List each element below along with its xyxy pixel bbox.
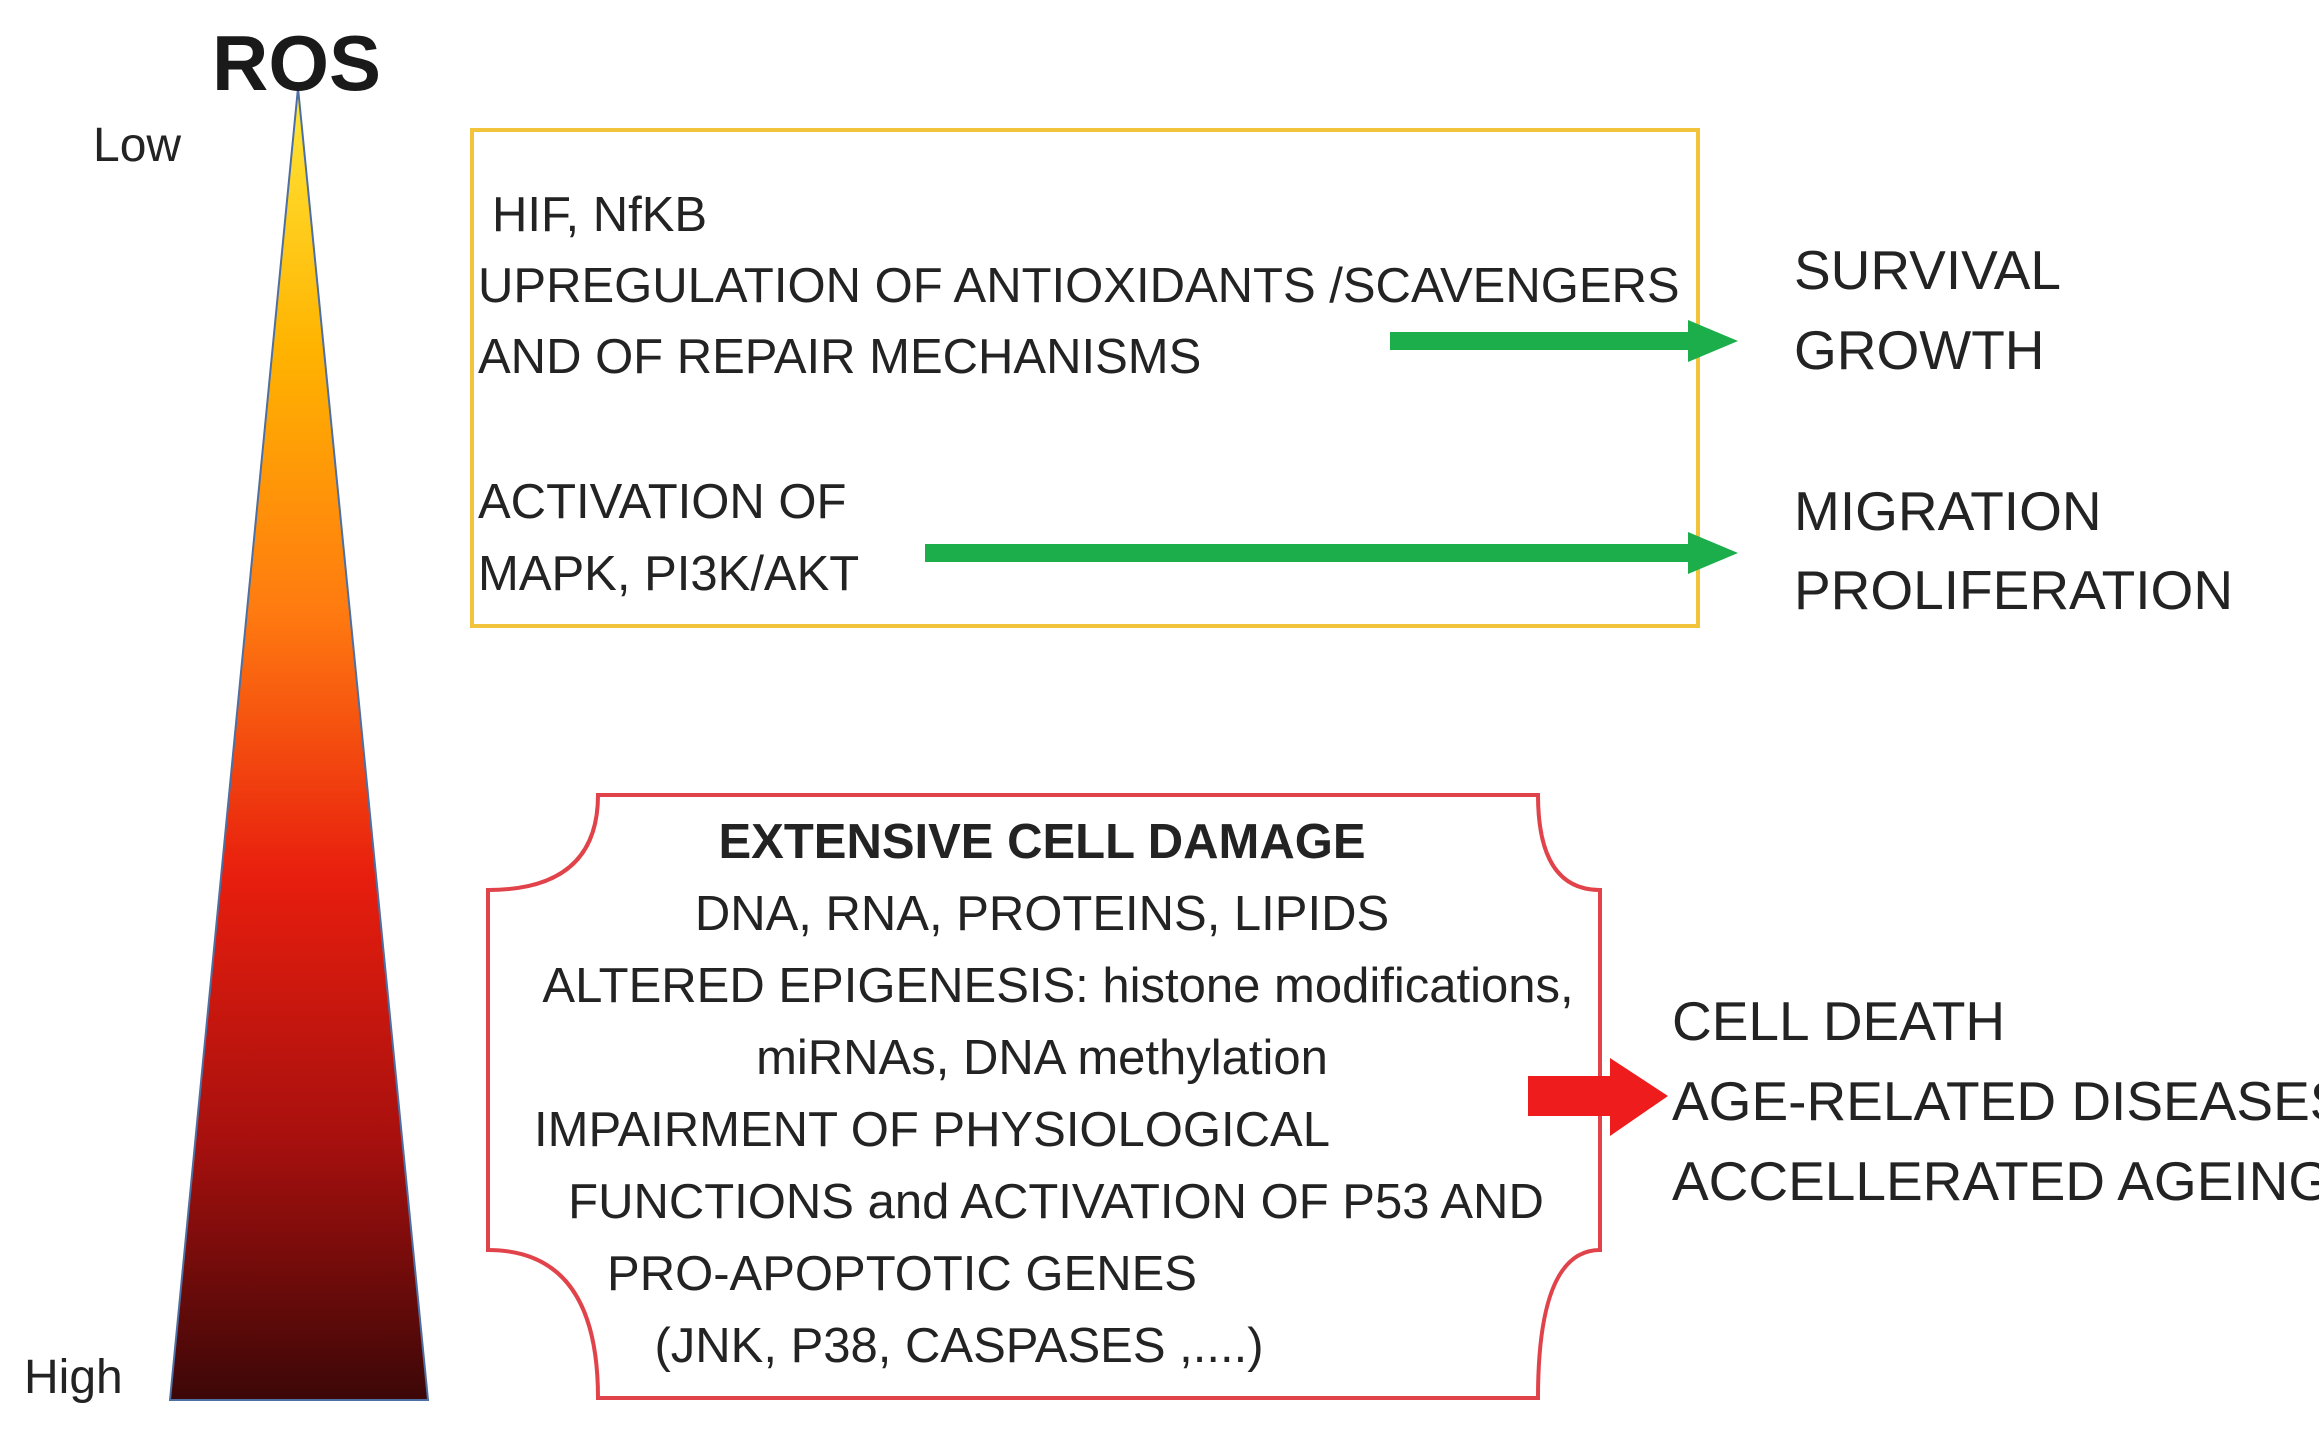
- high-ros-box: [486, 793, 1602, 1400]
- outcome-proliferation: PROLIFERATION: [1794, 559, 2234, 621]
- ros-title: ROS: [212, 19, 382, 107]
- low-label: Low: [93, 119, 182, 172]
- high-box-line: (JNK, P38, CASPASES ,....): [654, 1319, 1264, 1373]
- outcome-survival: SURVIVAL: [1794, 239, 2061, 301]
- low-ros-box: [470, 128, 1700, 628]
- high-box-line: PRO-APOPTOTIC GENES: [607, 1247, 1197, 1301]
- high-box-heading: EXTENSIVE CELL DAMAGE: [718, 815, 1366, 869]
- red-arrow: [1528, 1058, 1668, 1136]
- outcome-growth: GROWTH: [1794, 319, 2045, 381]
- low-box-line: MAPK, PI3K/AKT: [478, 547, 860, 601]
- outcome-migration: MIGRATION: [1794, 480, 2102, 542]
- outcome-cell-death: CELL DEATH: [1672, 990, 2006, 1052]
- high-label: High: [24, 1351, 123, 1404]
- outcome-accelerated-ageing: ACCELLERATED AGEING: [1672, 1150, 2319, 1212]
- high-box-line: FUNCTIONS and ACTIVATION OF P53 AND: [568, 1175, 1544, 1229]
- high-box-line: ALTERED EPIGENESIS: histone modification…: [542, 959, 1574, 1013]
- outcome-age-related-diseases: AGE-RELATED DISEASES: [1672, 1070, 2319, 1132]
- ros-gradient-triangle: [168, 87, 430, 1401]
- high-box-line: DNA, RNA, PROTEINS, LIPIDS: [694, 887, 1390, 941]
- low-box-line: AND OF REPAIR MECHANISMS: [478, 330, 1202, 384]
- low-box-line: HIF, NfKB: [492, 188, 708, 242]
- low-box-line: UPREGULATION OF ANTIOXIDANTS /SCAVENGERS: [478, 259, 1680, 313]
- low-box-line: ACTIVATION OF: [478, 475, 847, 529]
- high-box-line: IMPAIRMENT OF PHYSIOLOGICAL: [534, 1103, 1330, 1157]
- green-arrow-head: [1688, 532, 1738, 574]
- high-box-line: miRNAs, DNA methylation: [756, 1031, 1328, 1085]
- green-arrow-head: [1688, 320, 1738, 362]
